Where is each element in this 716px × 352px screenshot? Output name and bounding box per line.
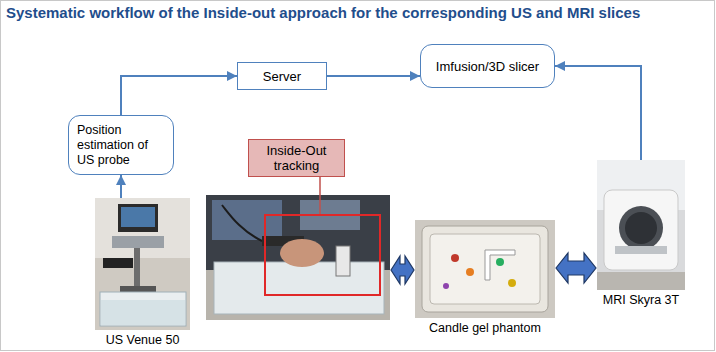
container: [422, 226, 548, 312]
scanner-bore-inner: [625, 212, 657, 244]
photo-caption: Candle gel phantom: [429, 321, 541, 335]
box-label: Server: [263, 69, 301, 84]
phantom-photo: Candle gel phantom: [415, 220, 555, 318]
probe-holder: [103, 258, 133, 268]
box-label: Inside-Out tracking: [256, 143, 337, 173]
diagram-title: Systematic workflow of the Inside-out ap…: [6, 4, 640, 22]
flow-arrow: [120, 175, 122, 198]
double-block-arrow: [556, 253, 596, 283]
water-tank: [214, 262, 384, 314]
process-box: Position estimation of US probe: [68, 115, 174, 175]
probe-tip: [336, 246, 350, 276]
control-panel: [112, 236, 164, 248]
hand: [280, 239, 324, 267]
monitor-screen: [121, 207, 155, 227]
flow-arrow: [327, 75, 420, 77]
scanner-bore: [619, 206, 663, 250]
target: [443, 283, 449, 289]
mri-scanner-photo: MRI Skyra 3T: [597, 160, 685, 290]
monitor: [118, 204, 158, 232]
target: [508, 279, 516, 287]
photo-ground: [597, 160, 685, 290]
flow-arrow: [121, 76, 237, 115]
photo-wall: [95, 198, 190, 258]
box-label: Position estimation of US probe: [69, 123, 167, 168]
target: [451, 254, 459, 262]
software-box: Imfusion/3D slicer: [420, 44, 555, 88]
highlight-box: [265, 215, 380, 295]
photo-ground: [206, 195, 390, 320]
monitor: [212, 200, 282, 240]
mri-photo: [597, 160, 685, 290]
tracking-box: Inside-Out tracking: [248, 139, 345, 177]
tracking-photo: [206, 195, 390, 320]
box-label: Imfusion/3D slicer: [436, 59, 539, 74]
leader-line: [319, 175, 321, 214]
flow-arrow: [555, 66, 641, 160]
photo-ground: [415, 220, 555, 318]
us-machine-photo: [95, 198, 190, 330]
process-box: Server: [237, 62, 327, 90]
stand-base: [120, 286, 156, 292]
floor: [597, 272, 685, 290]
photo-ground: [95, 198, 190, 330]
double-block-arrow: [391, 256, 414, 284]
phantom-photo: [415, 220, 555, 318]
photo-caption: US Venue 50: [106, 333, 180, 347]
stand-pole: [134, 248, 140, 288]
ultrasound-machine-photo: US Venue 50: [95, 198, 190, 330]
target: [496, 258, 504, 266]
water-tank: [100, 292, 186, 326]
gel: [430, 234, 540, 304]
water: [101, 300, 185, 325]
probe-cable: [222, 205, 262, 241]
scanner-body: [604, 190, 678, 270]
target: [466, 268, 474, 276]
photo-caption: MRI Skyra 3T: [603, 293, 679, 307]
patient-table: [615, 246, 667, 254]
l-marker: [485, 250, 515, 280]
